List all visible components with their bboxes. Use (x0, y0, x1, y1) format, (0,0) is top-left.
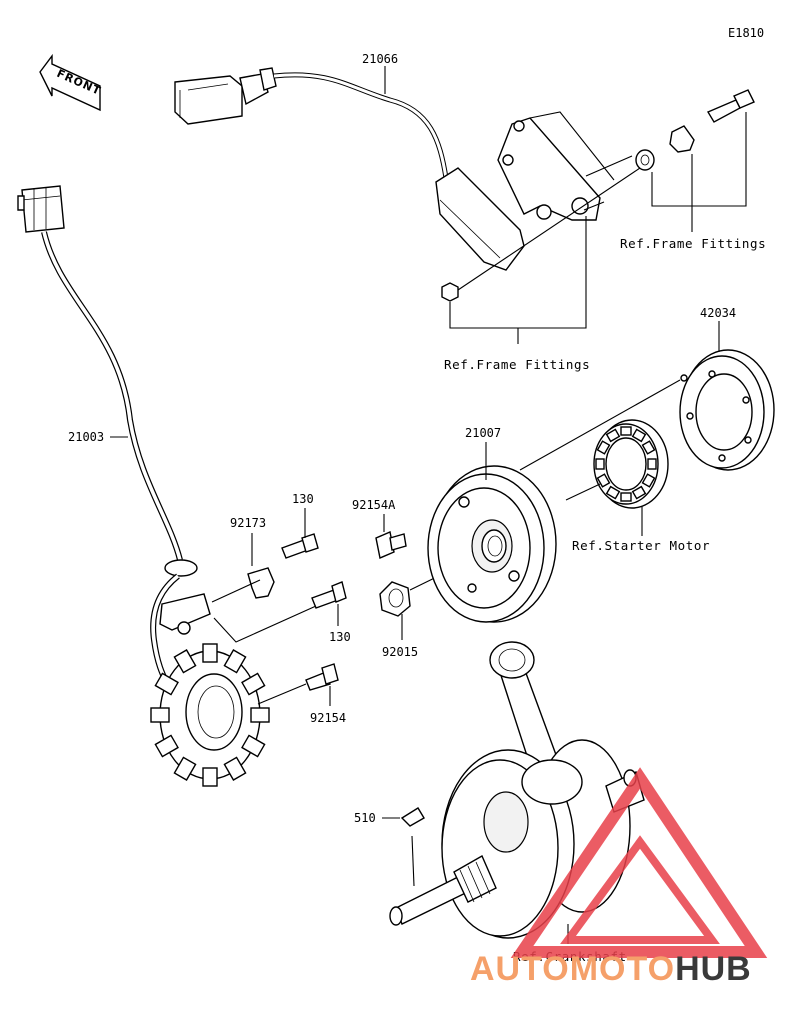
diagram-code: E1810 (728, 26, 764, 40)
callout-92015: 92015 (382, 645, 418, 659)
stator-tooth (223, 649, 247, 674)
callout-21003: 21003 (68, 430, 104, 444)
ref-frame-fittings-bottom: Ref.Frame Fittings (444, 357, 590, 372)
front-arrow-icon: FRONT (39, 53, 103, 112)
stator-coil (150, 643, 270, 787)
clip-92173 (247, 567, 275, 599)
callout-130-top: 130 (292, 492, 314, 506)
clutch-roller (605, 428, 621, 443)
clutch-roller (647, 458, 657, 470)
watermark-logo (510, 767, 768, 958)
sensor-21066 (174, 67, 601, 302)
bolt-92154 (305, 663, 339, 691)
clutch-roller (605, 485, 621, 500)
stator-tooth (154, 672, 179, 696)
bolt-92154A (375, 531, 407, 559)
clutch-roller (620, 426, 632, 436)
clutch-roller (595, 458, 605, 470)
stator-tooth (154, 734, 179, 758)
stator-tooth (241, 672, 266, 696)
stator-tooth (202, 643, 218, 663)
clutch-roller (641, 440, 656, 455)
stator-tooth (202, 767, 218, 787)
clutch-roller (631, 485, 647, 500)
clutch-roller (641, 473, 656, 488)
callout-21066: 21066 (362, 52, 398, 66)
watermark-triangle (510, 767, 768, 958)
callout-130-bottom: 130 (329, 630, 351, 644)
key-510 (400, 807, 425, 827)
callout-21007: 21007 (465, 426, 501, 440)
clutch-roller (620, 492, 632, 502)
bolt-130-top (281, 533, 319, 559)
ref-frame-fittings-right: Ref.Frame Fittings (620, 236, 766, 251)
bolt-130-bottom (311, 581, 347, 609)
clutch-roller (596, 440, 611, 455)
stator-tooth (173, 756, 197, 781)
stator-tooth (223, 756, 247, 781)
stator-tooth (241, 734, 266, 758)
stator-cable-21003 (17, 185, 211, 692)
clutch-roller (596, 473, 611, 488)
clutch-roller (631, 428, 647, 443)
watermark-text: AUTOMOTOHUB (470, 950, 752, 988)
nut-92015 (379, 581, 411, 617)
flywheel-rotor-21007 (427, 465, 557, 623)
stator-tooth (150, 707, 170, 723)
stator-tooth (250, 707, 270, 723)
stator-tooth (173, 649, 197, 674)
callout-92154A: 92154A (352, 498, 396, 512)
ring-42034 (679, 349, 775, 471)
starter-clutch (593, 419, 669, 509)
callout-92154: 92154 (310, 711, 346, 725)
callout-92173: 92173 (230, 516, 266, 530)
frame-fittings-parts (635, 89, 755, 171)
callout-42034: 42034 (700, 306, 736, 320)
ref-starter-motor: Ref.Starter Motor (572, 538, 710, 553)
callout-510: 510 (354, 811, 376, 825)
